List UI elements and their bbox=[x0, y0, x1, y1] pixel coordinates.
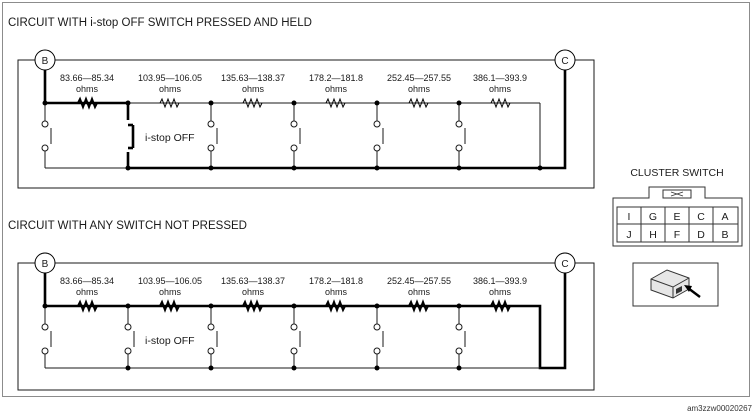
resistor-6b-value: 386.1—393.9 bbox=[473, 276, 527, 286]
pin-b: B bbox=[721, 229, 728, 241]
terminal-c-label: C bbox=[561, 56, 568, 67]
resistor-4-value: 178.2—181.8 bbox=[309, 73, 363, 83]
switch-1-terminal-top bbox=[41, 120, 49, 128]
resistor-6b-unit: ohms bbox=[489, 287, 512, 297]
resistor-3-unit: ohms bbox=[242, 84, 265, 94]
resistor-1-value: 83.66—85.34 bbox=[60, 73, 114, 83]
junction-dots-pressed bbox=[42, 100, 543, 171]
i-stop-off-label-pressed: i-stop OFF bbox=[145, 132, 195, 144]
resistor-3b bbox=[242, 299, 263, 313]
resistor-5-value: 252.45—257.55 bbox=[387, 73, 451, 83]
resistor-4 bbox=[325, 97, 346, 109]
cluster-switch-connector: CLUSTER SWITCH I G E C A J H F D B bbox=[612, 167, 743, 247]
resistor-2b-value: 103.95—106.05 bbox=[138, 276, 202, 286]
junction-dots-not-pressed bbox=[42, 303, 462, 371]
terminal-b-label-2: B bbox=[42, 259, 49, 270]
resistor-2b bbox=[159, 299, 180, 313]
resistor-1b bbox=[77, 299, 98, 313]
resistor-5b-unit: ohms bbox=[408, 287, 431, 297]
active-path-bottom bbox=[126, 70, 567, 170]
i-stop-off-label-not-pressed: i-stop OFF bbox=[145, 335, 195, 347]
resistor-2 bbox=[159, 97, 180, 109]
terminal-b-pressed: B bbox=[34, 49, 56, 71]
resistor-4b-unit: ohms bbox=[325, 287, 348, 297]
terminal-c-label-2: C bbox=[561, 259, 568, 270]
resistor-2b-unit: ohms bbox=[159, 287, 182, 297]
resistor-5-unit: ohms bbox=[408, 84, 431, 94]
terminal-c-pressed: C bbox=[554, 49, 576, 71]
circuit-pressed-title: CIRCUIT WITH i-stop OFF SWITCH PRESSED A… bbox=[8, 17, 312, 29]
connector-location-icon bbox=[632, 262, 719, 307]
pin-g: G bbox=[649, 211, 657, 223]
circuit-not-pressed: CIRCUIT WITH ANY SWITCH NOT PRESSED bbox=[8, 220, 595, 391]
open-switches-not-pressed bbox=[41, 306, 466, 368]
resistor-6-value: 386.1—393.9 bbox=[473, 73, 527, 83]
open-switch-6 bbox=[455, 103, 466, 168]
circuit-not-pressed-title: CIRCUIT WITH ANY SWITCH NOT PRESSED bbox=[8, 220, 247, 232]
resistor-1b-value: 83.66—85.34 bbox=[60, 276, 114, 286]
pin-d: D bbox=[697, 229, 705, 241]
active-path-series bbox=[43, 273, 567, 370]
resistor-4b bbox=[325, 299, 346, 313]
resistor-6-unit: ohms bbox=[489, 84, 512, 94]
open-switch-3 bbox=[207, 103, 218, 168]
open-switch-5 bbox=[373, 103, 384, 168]
pin-e: E bbox=[673, 211, 680, 223]
pin-c: C bbox=[697, 211, 705, 223]
circuit-pressed: CIRCUIT WITH i-stop OFF SWITCH PRESSED A… bbox=[8, 17, 595, 189]
resistor-4-unit: ohms bbox=[325, 84, 348, 94]
resistor-labels-not-pressed: 83.66—85.34 ohms 103.95—106.05 ohms 135.… bbox=[60, 276, 527, 297]
resistor-3 bbox=[242, 97, 263, 109]
pin-i: I bbox=[628, 211, 631, 223]
resistor-3b-unit: ohms bbox=[242, 287, 265, 297]
resistor-3-value: 135.63—138.37 bbox=[221, 73, 285, 83]
latch-mark-icon bbox=[670, 191, 684, 197]
switch-1-terminal-bottom bbox=[41, 144, 49, 152]
pin-f: F bbox=[674, 229, 680, 241]
resistor-6b bbox=[490, 299, 511, 313]
terminal-c-not-pressed: C bbox=[554, 252, 576, 274]
circuit-not-pressed-box bbox=[17, 262, 595, 391]
pin-j: J bbox=[626, 229, 631, 241]
resistor-1 bbox=[77, 96, 98, 110]
resistor-5 bbox=[408, 97, 429, 109]
reference-code: am3zzw00020267 bbox=[687, 404, 752, 413]
pin-a: A bbox=[721, 211, 728, 223]
resistor-labels-pressed: 83.66—85.34 ohms 103.95—106.05 ohms 135.… bbox=[60, 73, 527, 94]
terminal-b-not-pressed: B bbox=[34, 252, 56, 274]
resistor-1b-unit: ohms bbox=[76, 287, 99, 297]
resistor-6 bbox=[490, 97, 511, 109]
resistor-2-unit: ohms bbox=[159, 84, 182, 94]
resistor-2-value: 103.95—106.05 bbox=[138, 73, 202, 83]
resistors-not-pressed bbox=[77, 299, 511, 313]
circuit-pressed-box bbox=[17, 59, 595, 189]
resistor-5b bbox=[408, 299, 429, 313]
pin-h: H bbox=[649, 229, 657, 241]
resistor-3b-value: 135.63—138.37 bbox=[221, 276, 285, 286]
terminal-b-label: B bbox=[42, 56, 49, 67]
open-switch-4 bbox=[290, 103, 301, 168]
resistor-4b-value: 178.2—181.8 bbox=[309, 276, 363, 286]
resistor-5b-value: 252.45—257.55 bbox=[387, 276, 451, 286]
resistors-pressed bbox=[77, 96, 511, 110]
cluster-switch-title: CLUSTER SWITCH bbox=[630, 167, 723, 179]
resistor-1-unit: ohms bbox=[76, 84, 99, 94]
